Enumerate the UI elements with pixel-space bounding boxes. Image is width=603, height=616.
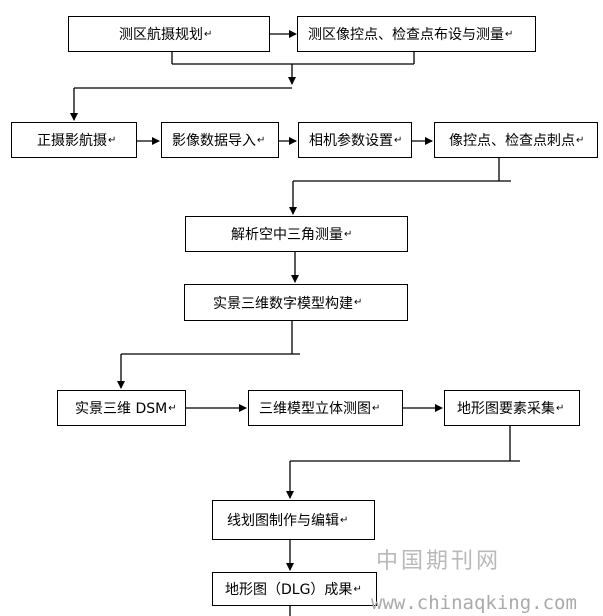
node-survey-flight-planning: 测区航摄规划↵ bbox=[68, 16, 270, 52]
node-control-check-point-pricking: 像控点、检查点刺点↵ bbox=[434, 122, 598, 158]
node-aerial-triangulation: 解析空中三角测量↵ bbox=[185, 216, 408, 252]
node-real-scene-3d-dsm: 实景三维 DSM↵ bbox=[57, 390, 186, 426]
node-topographic-feature-collection: 地形图要素采集↵ bbox=[444, 390, 580, 426]
watermark-url: www.chinaqking.com bbox=[371, 592, 577, 614]
node-camera-parameter-setting: 相机参数设置↵ bbox=[298, 122, 412, 158]
node-real-scene-3d-model-build: 实景三维数字模型构建↵ bbox=[184, 284, 408, 321]
watermark-site-name: 中国期刊网 bbox=[376, 549, 502, 574]
node-line-drawing-editing: 线划图制作与编辑↵ bbox=[212, 500, 375, 540]
node-image-data-import: 影像数据导入↵ bbox=[161, 122, 279, 158]
node-stereo-mapping-3d-model: 三维模型立体测图↵ bbox=[248, 390, 403, 426]
node-control-check-points-layout: 测区像控点、检查点布设与测量↵ bbox=[297, 16, 536, 52]
node-dlg-result: 地形图（DLG）成果↵ bbox=[212, 572, 377, 606]
node-vertical-aerial-photography: 正摄影航摄↵ bbox=[11, 122, 137, 158]
